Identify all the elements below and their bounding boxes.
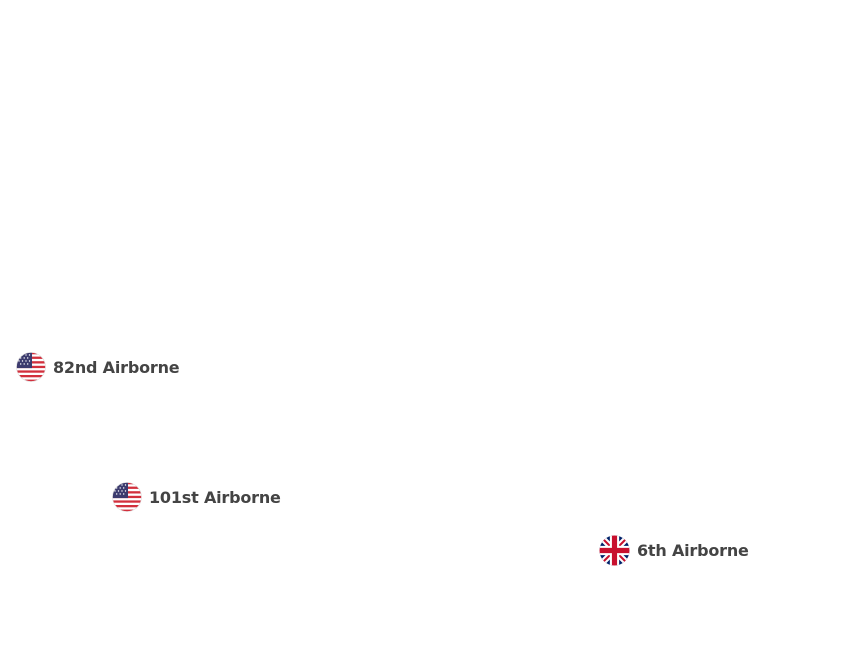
uk-flag-icon xyxy=(599,535,630,566)
marker-label: 6th Airborne xyxy=(637,541,749,560)
marker-6th-airborne[interactable]: 6th Airborne xyxy=(599,535,749,566)
us-flag-icon xyxy=(112,482,142,512)
marker-82nd-airborne[interactable]: 82nd Airborne xyxy=(16,352,180,382)
us-flag-icon xyxy=(16,352,46,382)
marker-label: 101st Airborne xyxy=(149,487,281,507)
marker-label: 82nd Airborne xyxy=(53,357,180,377)
marker-101st-airborne[interactable]: 101st Airborne xyxy=(112,482,281,512)
